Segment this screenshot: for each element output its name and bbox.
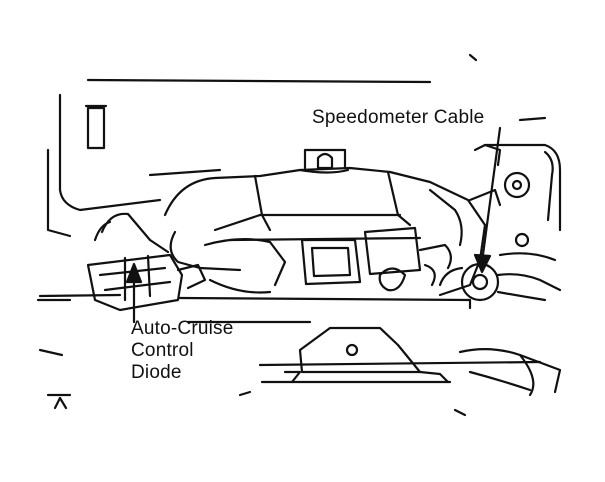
firewall-outline [46, 53, 562, 238]
auto-cruise-label-line3: Diode [131, 362, 182, 383]
speedometer-leader [473, 126, 502, 274]
auto-cruise-control-diode-label: Auto-Cruise Control Diode [131, 318, 234, 384]
housing-window [300, 238, 362, 286]
speedometer-cable-label: Speedometer Cable [312, 107, 485, 128]
cruise-diode-module [86, 212, 207, 312]
speedometer-fitting [438, 262, 562, 302]
floor-crossmember [36, 293, 542, 397]
lower-bracket [260, 326, 452, 384]
shift-linkage [363, 226, 452, 292]
ground-marks [53, 390, 467, 417]
drive-shaft [458, 348, 562, 397]
post-bracket [84, 104, 108, 150]
auto-cruise-label-line1: Auto-Cruise [131, 318, 234, 339]
auto-cruise-leader [125, 262, 143, 324]
auto-cruise-label-line2: Control [131, 340, 194, 361]
right-round-part [498, 171, 557, 262]
